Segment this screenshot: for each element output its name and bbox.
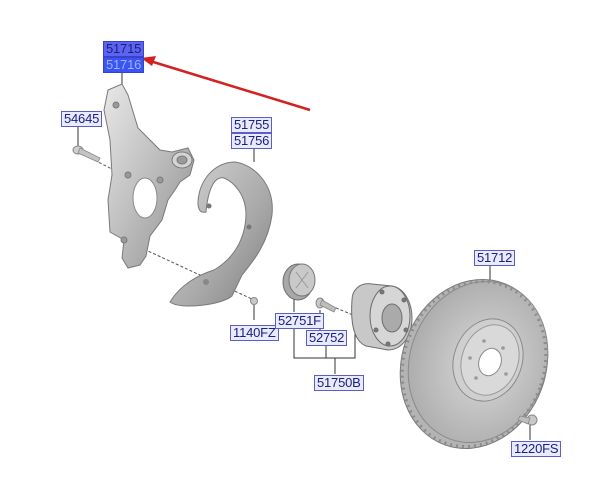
hub-assembly-shape [351, 283, 413, 351]
knuckle-shape [103, 83, 195, 269]
annotation-arrow [141, 56, 311, 112]
hub-cap-shape [282, 263, 316, 301]
part-label-54645[interactable]: 54645 [61, 111, 103, 127]
part-label-51712[interactable]: 51712 [474, 250, 516, 266]
cover-screw-shape [250, 297, 258, 305]
part-label-51716[interactable]: 51716 [103, 57, 145, 73]
knuckle-bolt-shape [72, 145, 101, 163]
label-group-knuckle: 51715 51716 [103, 41, 145, 73]
part-label-52751F[interactable]: 52751F [275, 313, 324, 329]
label-group-dust-cover: 51755 51756 [231, 117, 273, 149]
part-label-52752[interactable]: 52752 [306, 330, 348, 346]
dust-cover-shape [169, 161, 273, 307]
part-label-51756[interactable]: 51756 [231, 133, 273, 149]
part-label-51755[interactable]: 51755 [231, 117, 273, 133]
disc-screw-shape [517, 414, 538, 426]
hub-bolt-shape [315, 297, 337, 313]
part-label-51750B[interactable]: 51750B [314, 375, 364, 391]
brake-disc-shape [399, 279, 549, 449]
part-label-51715[interactable]: 51715 [103, 41, 145, 57]
part-label-1220FS[interactable]: 1220FS [511, 441, 562, 457]
part-label-1140FZ[interactable]: 1140FZ [230, 325, 279, 341]
